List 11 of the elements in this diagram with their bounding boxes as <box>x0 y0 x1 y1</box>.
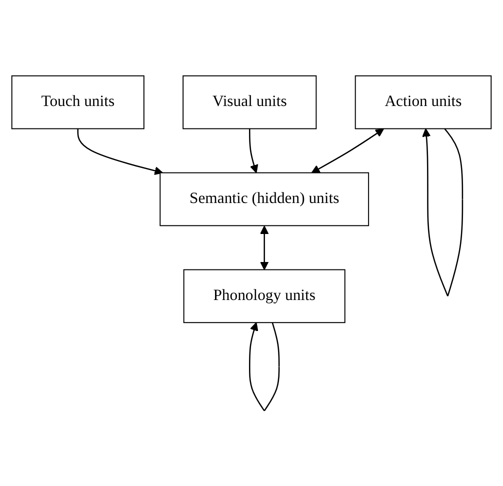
arrow <box>260 225 269 270</box>
node-box: Visual units <box>182 74 317 129</box>
node-box: Touch units <box>11 74 144 129</box>
node-box: Phonology units <box>183 268 346 323</box>
arrow <box>77 128 164 175</box>
arrow <box>311 128 384 173</box>
node-box: Semantic (hidden) units <box>160 172 370 226</box>
arrow <box>249 128 258 173</box>
arrow <box>422 128 464 296</box>
node-box: Action units <box>354 74 492 129</box>
arrow <box>249 322 280 411</box>
